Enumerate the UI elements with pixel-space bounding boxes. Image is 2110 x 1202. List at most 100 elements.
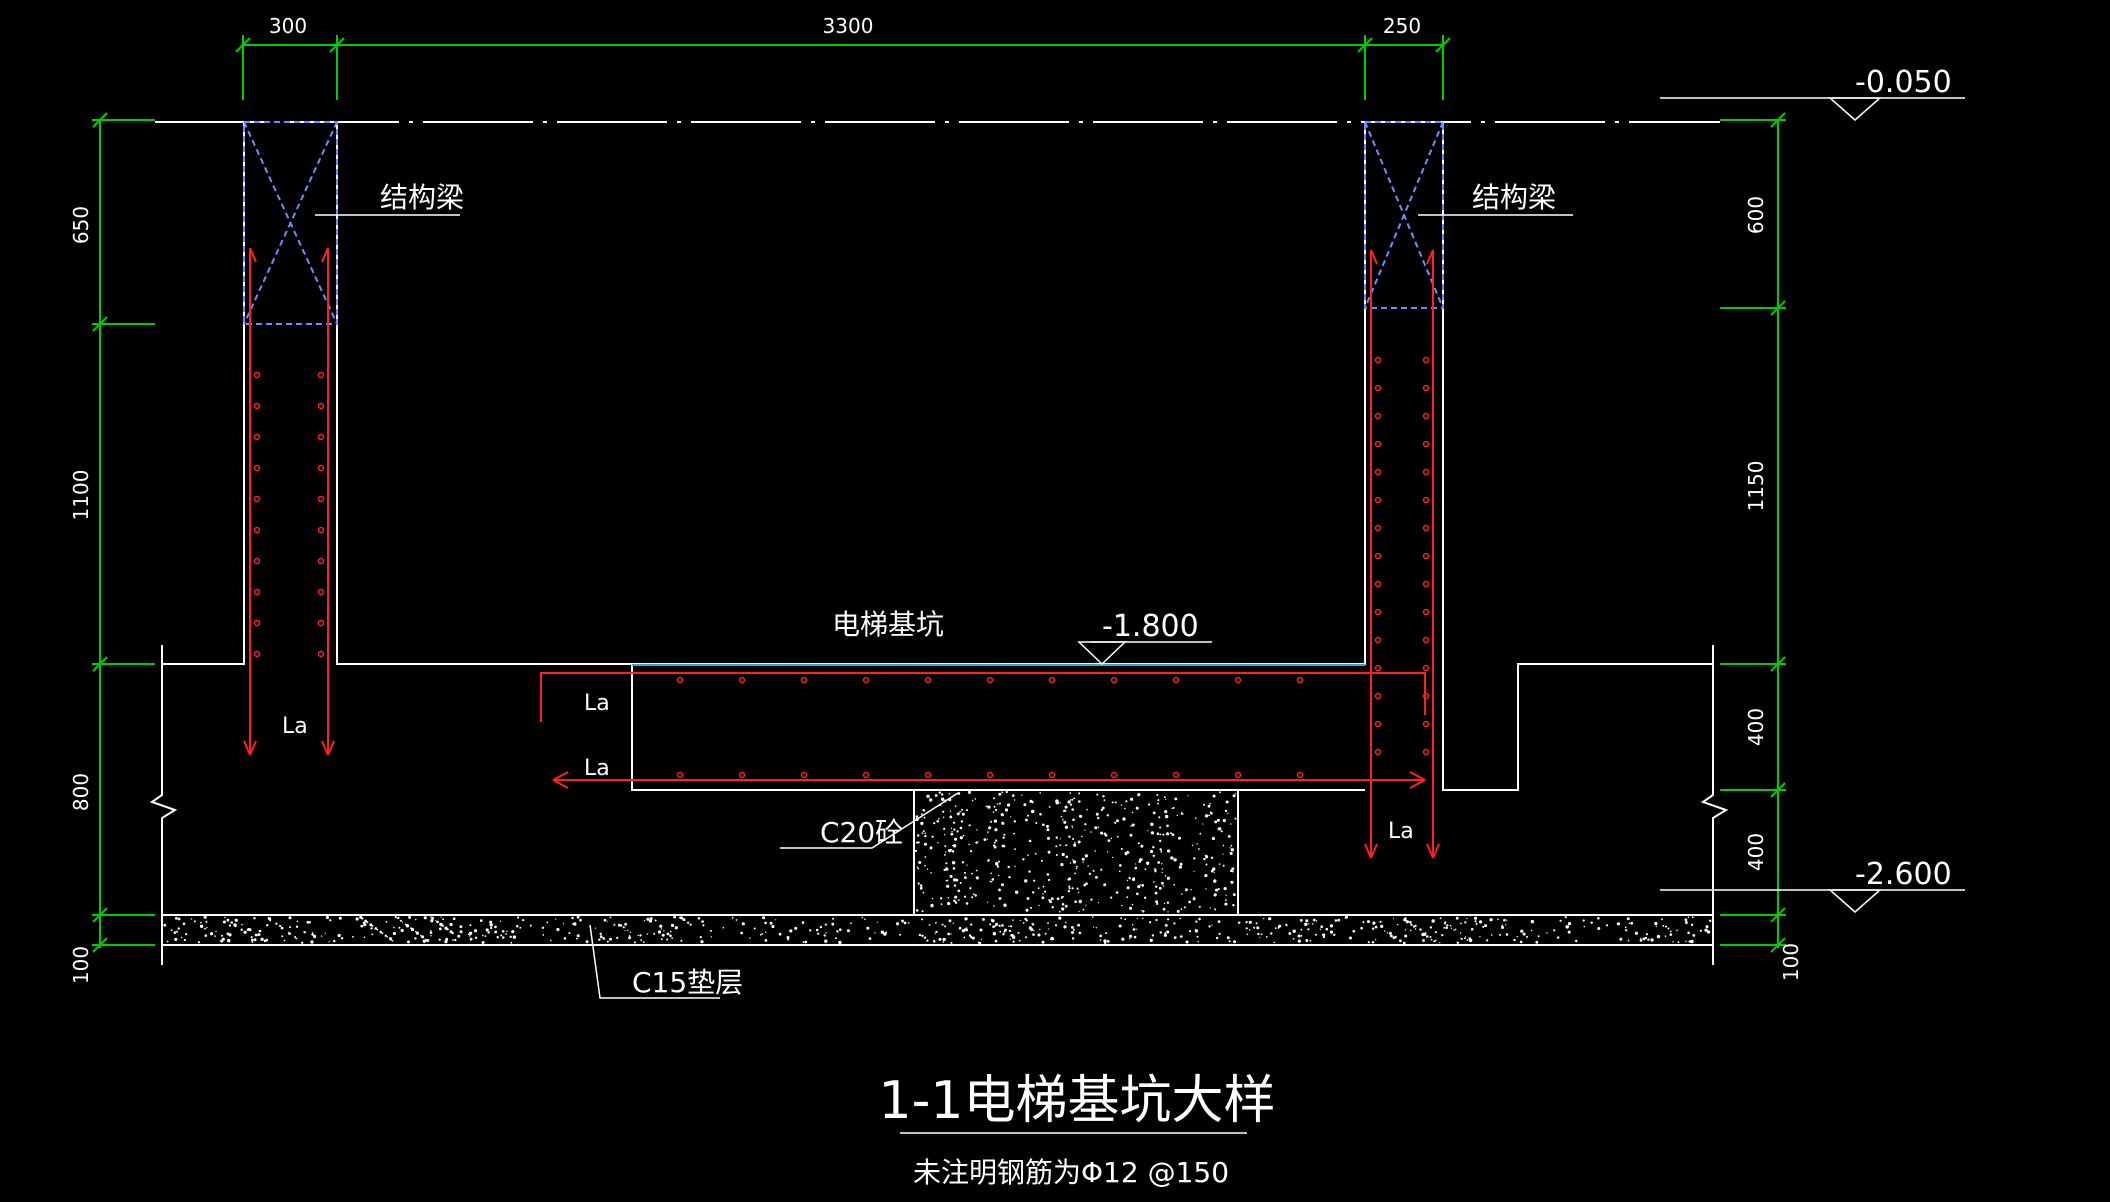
hatch-speck [1142,910,1145,913]
hatch-speck [1208,925,1211,928]
hatch-speck [487,931,490,934]
hatch-speck [1155,900,1158,904]
hatch-speck [1263,917,1265,920]
hatch-speck [1482,925,1485,928]
hatch-speck [233,923,237,927]
hatch-speck [979,941,982,945]
hatch-speck [1248,929,1251,931]
rebar-dot [253,619,261,627]
hatch-speck [1522,932,1526,936]
hatch-speck [325,915,330,920]
hatch-speck [1157,861,1161,864]
hatch-speck [1213,871,1215,874]
rebar-dot [317,402,325,410]
hatch-speck [1048,878,1051,882]
hatch-speck [606,940,609,943]
hatch-speck [542,934,545,936]
hatch-speck [1209,907,1212,909]
hatch-speck [929,798,933,802]
hatch-speck [1091,916,1094,918]
hatch-speck [329,919,332,922]
hatch-speck [1055,854,1058,856]
hatch-speck [1439,917,1442,920]
pit-label: 电梯基坑 [832,608,944,641]
hatch-speck [1399,939,1402,943]
rebar-dot [1422,720,1430,728]
hatch-speck [482,934,484,937]
hatch-speck [1300,935,1303,937]
dim-right-400-a: 400 [1744,708,1768,746]
hatch-speck [1194,928,1196,931]
hatch-speck [1312,918,1316,922]
hatch-speck [778,932,782,936]
rebar-dot [1422,608,1430,616]
hatch-speck [1059,802,1061,804]
hatch-speck [512,935,517,939]
hatch-speck [1209,802,1211,805]
hatch-speck [1003,903,1007,907]
hatch-speck [436,920,439,924]
hatch-speck [1031,923,1035,926]
hatch-speck [1082,908,1085,911]
hatch-speck [938,818,940,820]
hatch-speck [944,854,946,856]
hatch-speck [1497,918,1499,921]
hatch-speck [1031,801,1034,804]
hatch-speck [1232,904,1235,907]
hatch-speck [1038,904,1040,907]
hatch-speck [1000,813,1004,817]
hatch-speck [1025,818,1028,822]
hatch-speck [966,809,969,812]
hatch-speck [1048,928,1050,930]
hatch-speck [1404,929,1406,931]
hatch-speck [942,941,945,943]
rebar-dot [1422,468,1430,476]
rebar-dot [1422,552,1430,560]
hatch-speck [1217,888,1220,891]
elevation-top: -0.050 [1855,65,1952,100]
rebar-dot [317,526,325,534]
hatch-speck [1449,924,1452,927]
hatch-speck [1159,826,1162,829]
hatch-speck [1103,799,1106,802]
hatch-speck [1124,918,1127,921]
hatch-speck [1567,922,1572,926]
hatch-speck [1392,936,1396,940]
hatch-speck [268,917,272,921]
hatch-speck [941,923,944,926]
hatch-speck [924,856,927,858]
hatch-speck [376,928,379,931]
drawing-title: 1-1电梯基坑大样 [879,1071,1276,1131]
hatch-speck [1129,938,1131,940]
hatch-speck [449,922,453,927]
hatch-speck [1086,808,1088,811]
hatch-speck [1270,932,1273,935]
hatch-speck [221,937,225,941]
hatch-speck [484,935,487,937]
hatch-speck [1156,832,1160,835]
hatch-speck [1410,923,1413,926]
hatch-speck [594,927,597,929]
hatch-speck [1180,908,1183,911]
rebar-dot [253,433,261,441]
hatch-speck [371,924,374,927]
hatch-speck [1475,922,1478,925]
hatch-speck [802,941,805,944]
hatch-speck [430,930,432,932]
hatch-speck [998,802,1001,805]
hatch-speck [1692,934,1696,937]
hatch-speck [1352,929,1356,933]
hatch-speck [1669,930,1672,933]
hatch-speck [935,921,937,924]
hatch-speck [1034,852,1037,855]
hatch-speck [832,917,835,920]
hatch-speck [1453,929,1455,931]
hatch-speck [968,934,972,937]
hatch-speck [459,925,463,929]
hatch-speck [1150,822,1154,826]
hatch-speck [1443,922,1446,925]
hatch-speck [445,939,448,942]
hatch-speck [740,931,743,935]
hatch-speck [680,939,683,942]
rebar-dot [1422,496,1430,504]
